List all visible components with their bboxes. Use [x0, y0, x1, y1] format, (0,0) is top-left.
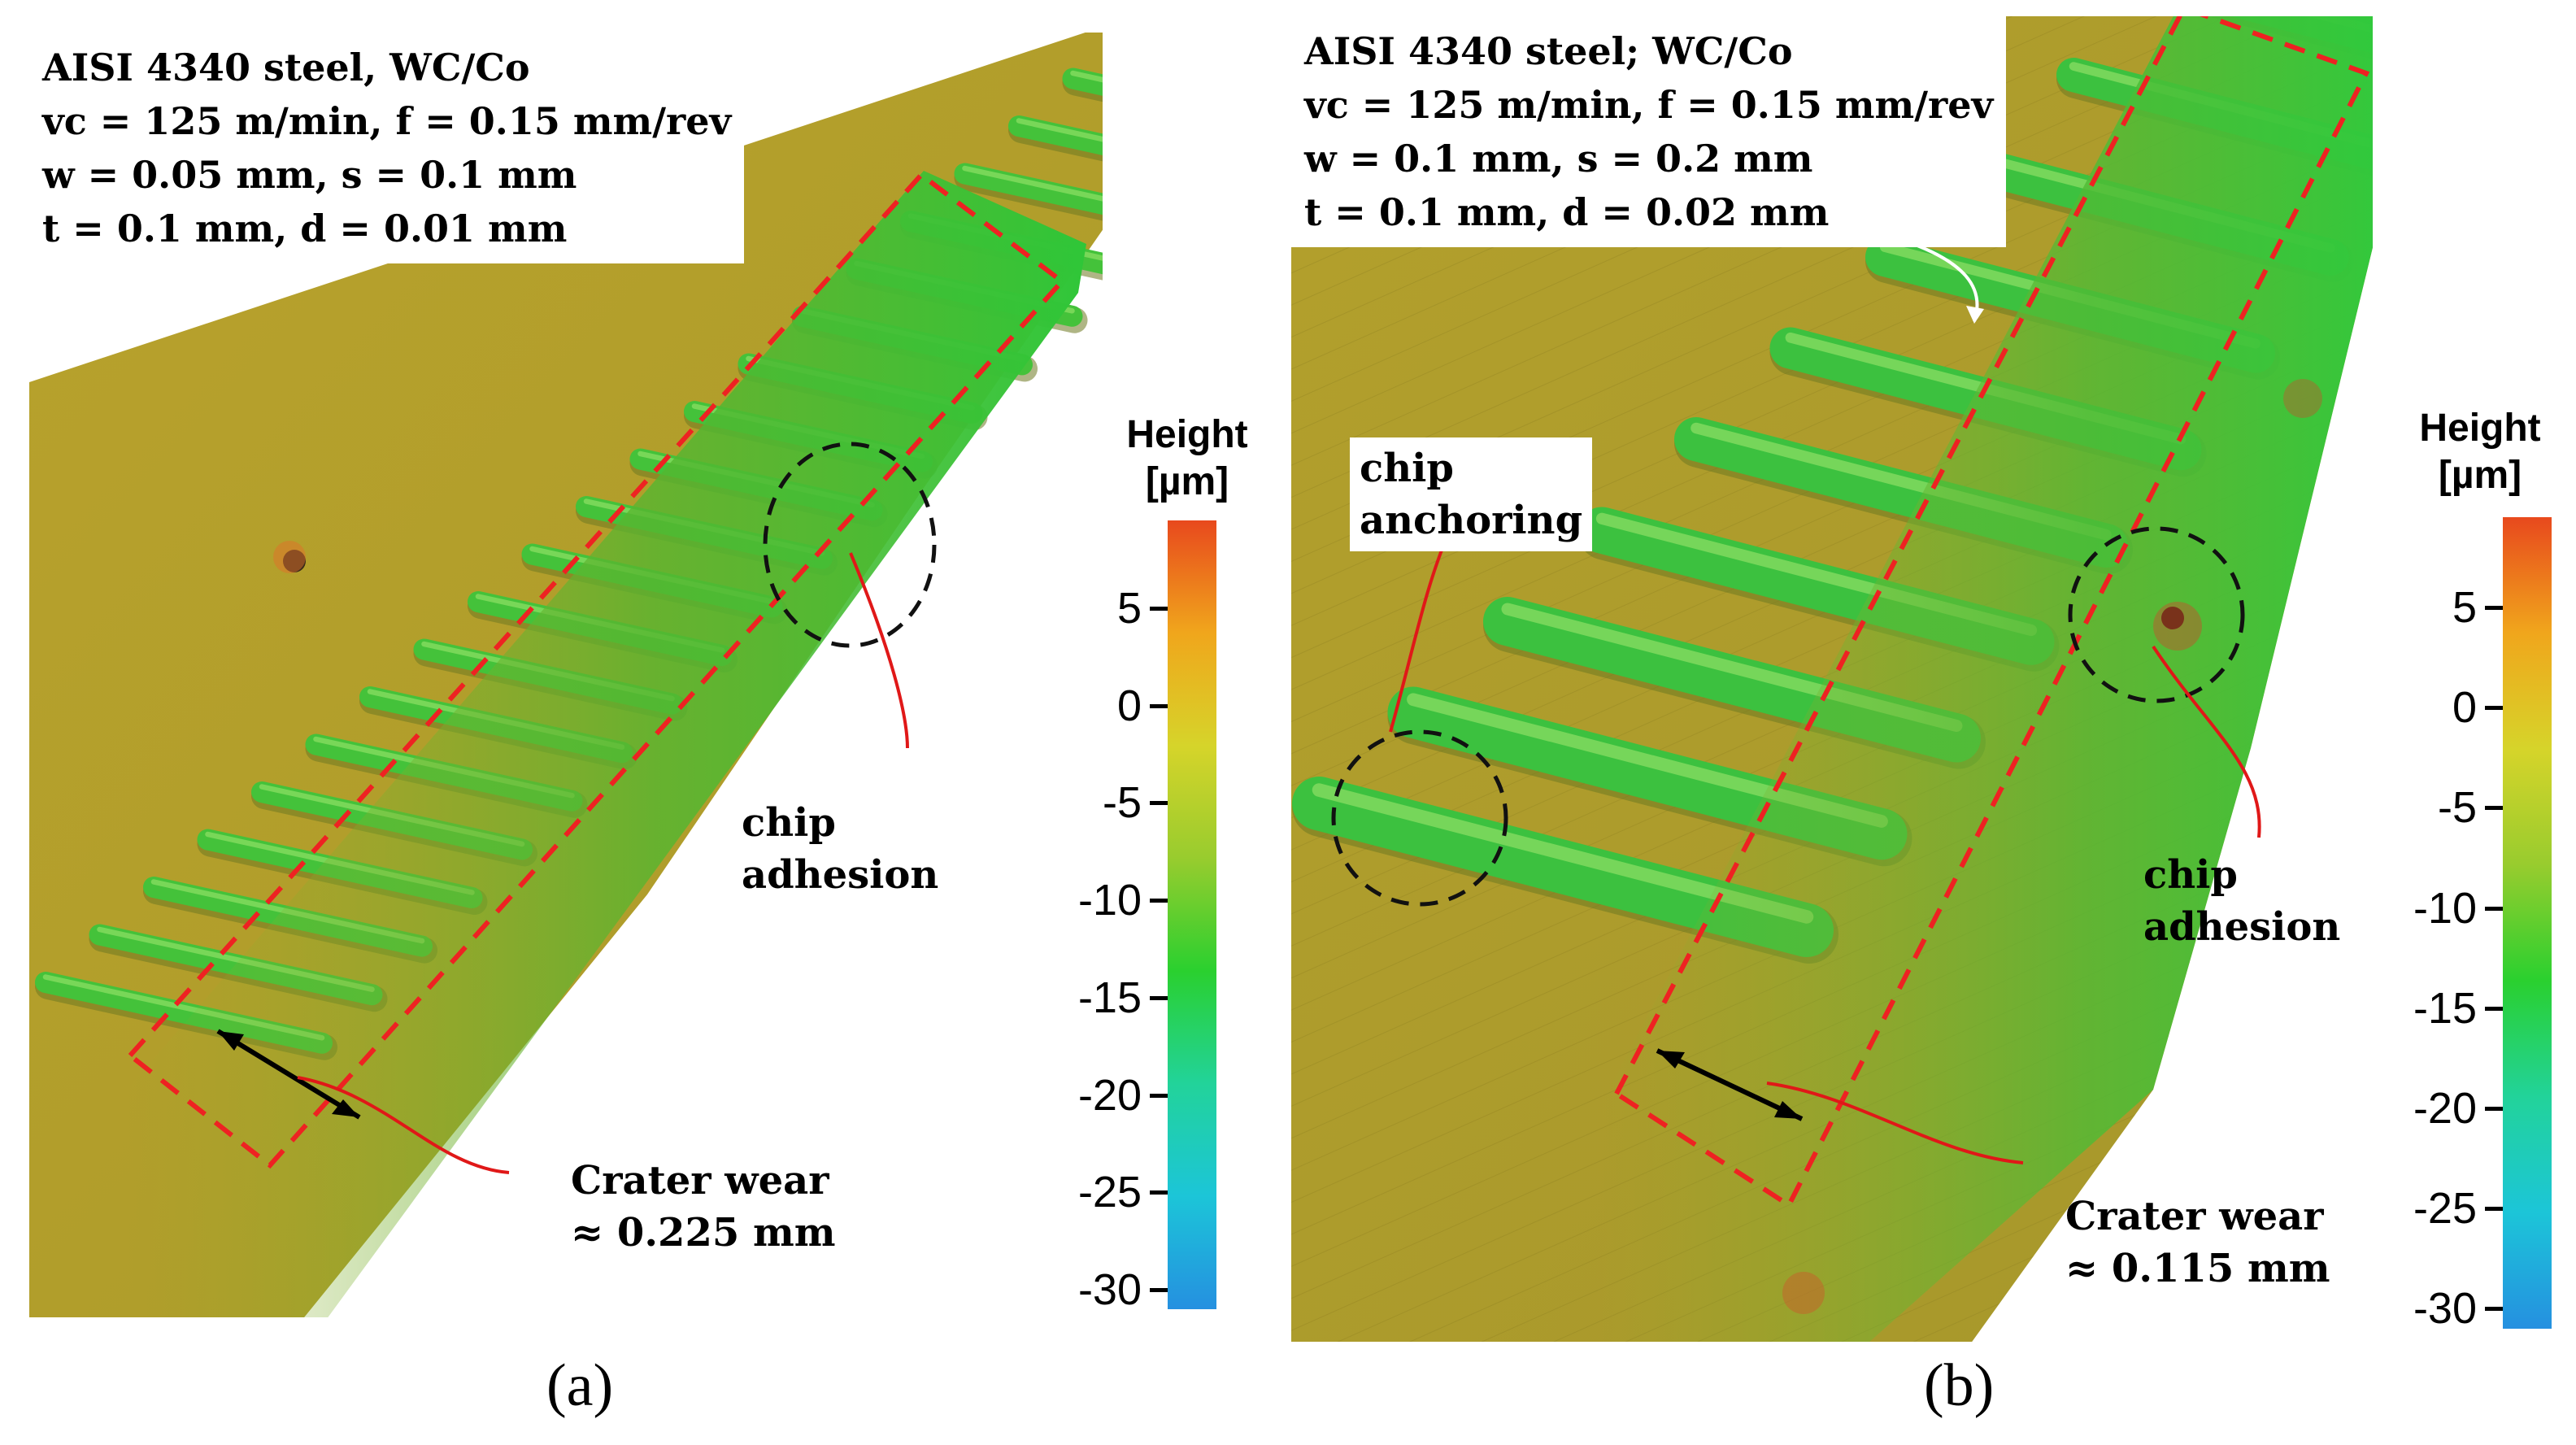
colorbar-tick — [2485, 1207, 2503, 1212]
adhesion-leader-line — [849, 552, 909, 749]
condition-line: w = 0.1 mm, s = 0.2 mm — [1304, 137, 1813, 181]
chip-adhesion-label-b: chip adhesion — [2143, 849, 2340, 953]
colorbar-title: Height [µm] — [1090, 411, 1285, 506]
panel-a-caption: (a) — [546, 1352, 614, 1419]
label-line: chip — [1360, 446, 1454, 491]
condition-line: AISI 4340 steel; WC/Co — [1304, 29, 1793, 73]
crater-width-arrow — [1656, 1048, 1804, 1121]
colorbar-tick — [1150, 606, 1168, 611]
colorbar-tick — [2485, 605, 2503, 610]
colorbar-tick — [2485, 906, 2503, 911]
panel-b-surface-scan — [1291, 16, 2373, 1342]
colorbar-tick-label: -30 — [2413, 1284, 2477, 1334]
condition-line: w = 0.05 mm, s = 0.1 mm — [42, 153, 577, 197]
condition-line: vc = 125 m/min, f = 0.15 mm/rev — [1304, 83, 1994, 127]
condition-line: vc = 125 m/min, f = 0.15 mm/rev — [42, 99, 732, 143]
panel-a-conditions: AISI 4340 steel, WC/Co vc = 125 m/min, f… — [29, 33, 745, 263]
crater-wear-zone — [127, 171, 1086, 1317]
colorbar-tick — [1150, 899, 1168, 903]
colorbar-tick-label: 5 — [2452, 582, 2477, 632]
label-line: chip — [2143, 852, 2238, 898]
label-line: adhesion — [2143, 904, 2341, 950]
colorbar-tick-label: 5 — [1116, 583, 1142, 633]
arrowhead — [218, 1031, 244, 1051]
condition-line: AISI 4340 steel, WC/Co — [42, 46, 530, 89]
label-line: ≈ 0.225 mm — [571, 1210, 836, 1256]
colorbar-title-line: Height — [1126, 413, 1248, 456]
panel-a: AISI 4340 steel, WC/Co vc = 125 m/min, f… — [29, 33, 1103, 1317]
colorbar-tick-label: -10 — [2413, 883, 2477, 933]
crater-width-arrow — [216, 1029, 361, 1120]
adhesion-dashed-circle — [763, 442, 937, 648]
colorbar-title: Height [µm] — [2382, 405, 2576, 499]
colorbar-title-line: [µm] — [1145, 460, 1229, 503]
label-line: Crater wear — [2065, 1194, 2324, 1239]
chip-anchoring-label: chip anchoring — [1350, 437, 1593, 551]
chip-adhesion-label: chip adhesion — [742, 797, 938, 901]
adhesion-spot-halo — [2283, 379, 2322, 418]
groove-highlight — [962, 165, 1103, 202]
colorbar-tick — [1150, 1190, 1168, 1195]
colorbar-gradient — [1168, 520, 1216, 1309]
colorbar-tick — [1150, 995, 1168, 1000]
colorbar-tick-label: 0 — [2452, 683, 2477, 733]
label-line: anchoring — [1360, 498, 1583, 543]
crater-leader-line — [1766, 1082, 2024, 1164]
crater-leader-line — [297, 1076, 510, 1174]
colorbar-tick — [2485, 706, 2503, 711]
crater-dashed-box — [126, 171, 1066, 1169]
colorbar-tick — [1150, 1093, 1168, 1098]
label-line: chip — [742, 800, 836, 846]
surface-defect — [1782, 1272, 1825, 1314]
crater-wear-label-b: Crater wear ≈ 0.115 mm — [2065, 1190, 2330, 1295]
adhesion-spot-halo — [2153, 602, 2202, 651]
panel-b-caption: (b) — [1924, 1352, 1995, 1419]
label-line: Crater wear — [571, 1158, 829, 1203]
arrowhead — [1966, 306, 1984, 324]
colorbar-tick-label: -25 — [2413, 1184, 2477, 1234]
colorbar-gradient — [2503, 517, 2552, 1329]
colorbar-tick — [2485, 1106, 2503, 1111]
colorbar-tick — [1150, 801, 1168, 806]
crater-wear-label: Crater wear ≈ 0.225 mm — [571, 1155, 836, 1259]
groove-highlight — [1016, 118, 1103, 142]
colorbar-tick-label: -15 — [1077, 973, 1142, 1022]
colorbar-tick-label: -15 — [2413, 983, 2477, 1033]
colorbar-tick-label: -20 — [2413, 1083, 2477, 1133]
condition-line: t = 0.1 mm, d = 0.02 mm — [1304, 190, 1830, 234]
anchoring-leader-line — [1389, 529, 1451, 733]
colorbar-tick — [1150, 1288, 1168, 1293]
adhesion-dashed-circle — [2068, 526, 2245, 703]
arrowhead — [1657, 1051, 1685, 1069]
colorbar-tick — [2485, 1307, 2503, 1312]
arrowhead — [1774, 1101, 1802, 1119]
panel-b: AISI 4340 steel; WC/Co vc = 125 m/min, f… — [1291, 16, 2373, 1342]
colorbar-tick-label: -25 — [1077, 1168, 1142, 1217]
colorbar-tick — [2485, 1006, 2503, 1011]
colorbar-title-line: Height — [2419, 407, 2541, 450]
colorbar-tick-label: -20 — [1077, 1070, 1142, 1120]
label-line: ≈ 0.115 mm — [2065, 1246, 2330, 1291]
arrowhead — [332, 1099, 359, 1117]
panel-a-surface-scan — [29, 33, 1103, 1317]
condition-line: t = 0.1 mm, d = 0.01 mm — [42, 207, 568, 250]
adhesion-spot — [2161, 607, 2184, 629]
groove — [1008, 115, 1103, 155]
colorbar-tick-label: 0 — [1116, 681, 1142, 730]
surface-defect-halo — [273, 541, 306, 573]
colorbar-tick-label: -30 — [1077, 1265, 1142, 1315]
anchoring-dashed-circle — [1331, 729, 1508, 907]
colorbar-tick-label: -5 — [1102, 778, 1142, 828]
colorbar-tick — [1150, 703, 1168, 708]
adhesion-leader-line — [2152, 645, 2261, 838]
colorbar-tick-label: -10 — [1077, 876, 1142, 925]
label-line: adhesion — [742, 852, 939, 898]
colorbar-tick-label: -5 — [2437, 783, 2477, 833]
colorbar-title-line: [µm] — [2438, 454, 2522, 497]
colorbar-tick — [2485, 806, 2503, 811]
crater-dashed-box — [1613, 16, 2370, 1209]
crater-wear-zone — [1600, 16, 2373, 1342]
groove — [954, 163, 1103, 215]
panel-b-conditions: AISI 4340 steel; WC/Co vc = 125 m/min, f… — [1291, 16, 2007, 247]
